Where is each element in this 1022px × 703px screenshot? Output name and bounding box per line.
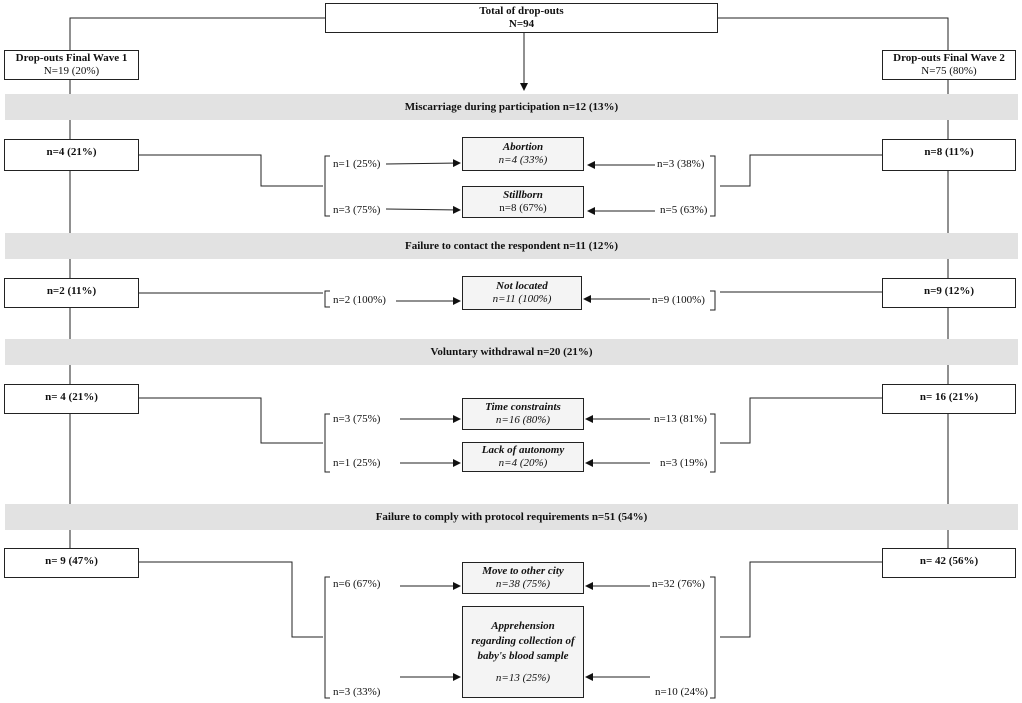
band-protocol: Failure to comply with protocol requirem…	[5, 504, 1018, 530]
not-located-wave2-label: n=9 (100%)	[652, 294, 705, 306]
time-constraints-wave2-label: n=13 (81%)	[654, 413, 707, 425]
bracket-protocol-right	[710, 576, 716, 699]
wave1-box: Drop-outs Final Wave 1 N=19 (20%)	[4, 50, 139, 80]
apprehension-title: Apprehension regarding collection of bab…	[471, 620, 575, 662]
apprehension-wave1-label: n=3 (33%)	[333, 686, 381, 698]
wave2-box: Drop-outs Final Wave 2 N=75 (80%)	[882, 50, 1016, 80]
connector-total-wave1	[69, 17, 325, 50]
connector-withdrawal-left	[139, 397, 323, 444]
apprehension-wave2-label: n=10 (24%)	[655, 686, 708, 698]
connector-total-wave2	[718, 17, 949, 50]
move-city-wave2-label: n=32 (76%)	[652, 578, 705, 590]
not-located-title: Not located	[496, 280, 548, 292]
connector-miscarriage-right	[720, 154, 882, 187]
connector-protocol-left	[139, 561, 323, 638]
not-located-box: Not located n=11 (100%)	[462, 276, 582, 310]
time-constraints-n: n=16 (80%)	[495, 414, 551, 426]
wave2-n: N=75 (80%)	[921, 65, 977, 77]
protocol-wave2-count: n= 42 (56%)	[882, 548, 1016, 578]
arrow-stillborn-left	[385, 205, 461, 214]
stillborn-title: Stillborn	[503, 189, 543, 201]
wave1-n: N=19 (20%)	[43, 65, 100, 77]
stillborn-wave2-label: n=5 (63%)	[660, 204, 708, 216]
stillborn-wave1-label: n=3 (75%)	[333, 204, 381, 216]
apprehension-n: n=13 (25%)	[495, 672, 551, 684]
total-n: N=94	[508, 18, 535, 30]
band-withdrawal: Voluntary withdrawal n=20 (21%)	[5, 339, 1018, 365]
not-located-wave1-label: n=2 (100%)	[333, 294, 386, 306]
bracket-contact-left	[324, 290, 330, 308]
bracket-contact-right	[710, 290, 716, 311]
total-dropouts-box: Total of drop-outs N=94	[325, 3, 718, 33]
connector-withdrawal-right	[720, 397, 882, 444]
band-miscarriage: Miscarriage during participation n=12 (1…	[5, 94, 1018, 120]
time-constraints-box: Time constraints n=16 (80%)	[462, 398, 584, 430]
not-located-n: n=11 (100%)	[492, 293, 552, 305]
bracket-withdrawal-left	[324, 413, 330, 473]
abortion-wave1-label: n=1 (25%)	[333, 158, 381, 170]
miscarriage-wave2-count: n=8 (11%)	[882, 139, 1016, 171]
wave1-title: Drop-outs Final Wave 1	[15, 52, 128, 64]
time-constraints-title: Time constraints	[485, 401, 561, 413]
wave2-title: Drop-outs Final Wave 2	[893, 52, 1005, 64]
connector-miscarriage-left	[139, 154, 323, 187]
abortion-wave2-label: n=3 (38%)	[657, 158, 705, 170]
arrow-abortion-left	[385, 159, 461, 168]
stillborn-box: Stillborn n=8 (67%)	[462, 186, 584, 218]
connector-protocol-right	[720, 561, 882, 638]
abortion-n: n=4 (33%)	[498, 154, 548, 166]
lack-autonomy-wave1-label: n=1 (25%)	[333, 457, 381, 469]
bracket-protocol-left	[324, 576, 330, 699]
bracket-withdrawal-right	[710, 413, 716, 473]
withdrawal-wave1-count: n= 4 (21%)	[4, 384, 139, 414]
band-contact: Failure to contact the respondent n=11 (…	[5, 233, 1018, 259]
stillborn-n: n=8 (67%)	[499, 202, 547, 214]
move-city-wave1-label: n=6 (67%)	[333, 578, 381, 590]
lack-autonomy-wave2-label: n=3 (19%)	[660, 457, 708, 469]
contact-wave2-count: n=9 (12%)	[882, 278, 1016, 308]
protocol-wave1-count: n= 9 (47%)	[4, 548, 139, 578]
bracket-miscarriage-right	[710, 155, 716, 217]
lack-autonomy-box: Lack of autonomy n=4 (20%)	[462, 442, 584, 472]
bracket-miscarriage-left	[324, 155, 330, 217]
time-constraints-wave1-label: n=3 (75%)	[333, 413, 381, 425]
total-title: Total of drop-outs	[479, 5, 564, 17]
move-city-title: Move to other city	[482, 565, 564, 577]
contact-wave1-count: n=2 (11%)	[4, 278, 139, 308]
lack-autonomy-title: Lack of autonomy	[481, 444, 565, 456]
miscarriage-wave1-count: n=4 (21%)	[4, 139, 139, 171]
move-city-n: n=38 (75%)	[495, 578, 551, 590]
move-city-box: Move to other city n=38 (75%)	[462, 562, 584, 594]
withdrawal-wave2-count: n= 16 (21%)	[882, 384, 1016, 414]
abortion-box: Abortion n=4 (33%)	[462, 137, 584, 171]
lack-autonomy-n: n=4 (20%)	[498, 457, 548, 469]
apprehension-box: Apprehension regarding collection of bab…	[462, 606, 584, 698]
abortion-title: Abortion	[502, 141, 544, 153]
